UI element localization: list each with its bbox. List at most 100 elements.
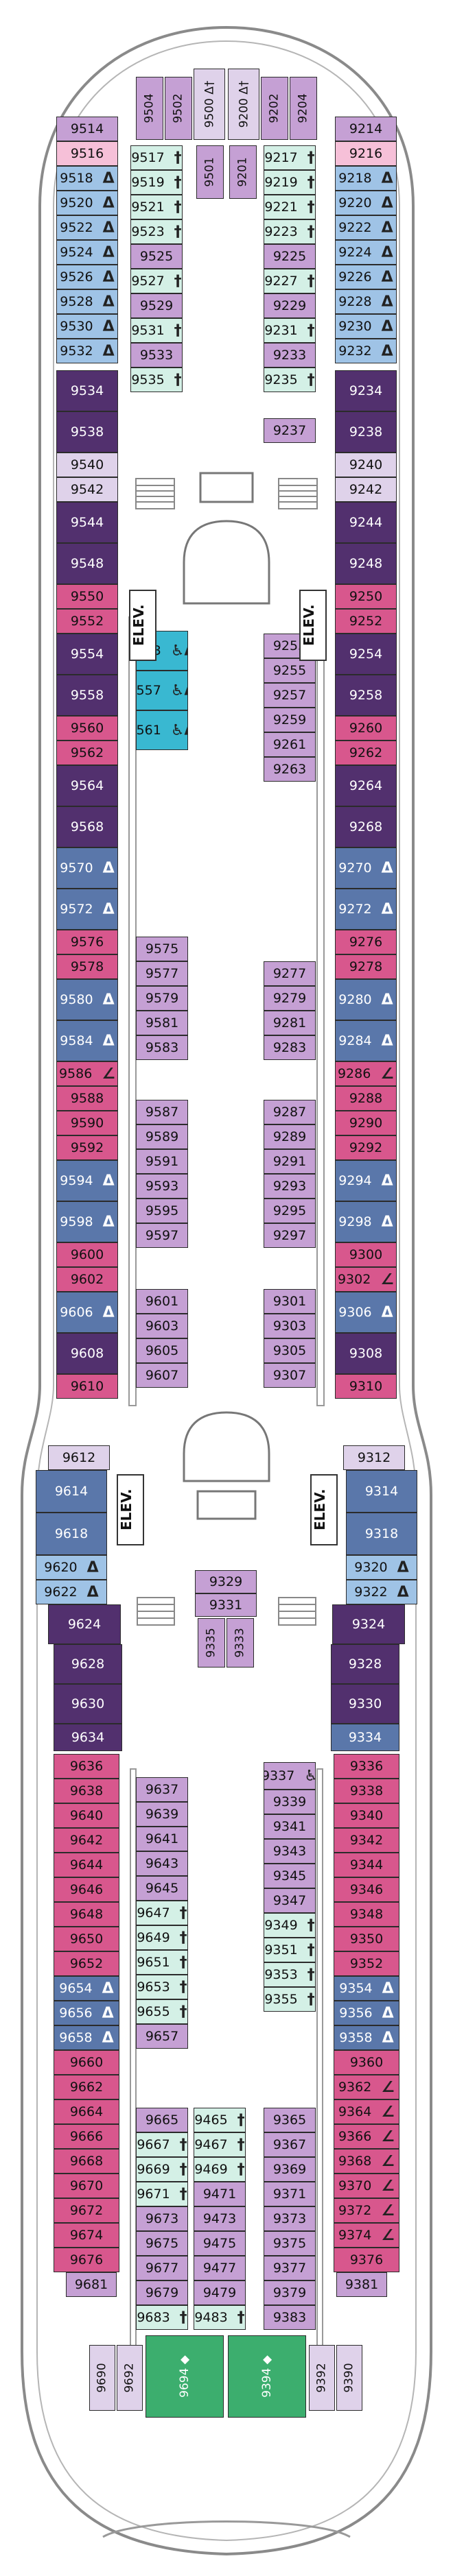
- cabin-9671[interactable]: 9671†: [136, 2182, 188, 2206]
- cabin-9690[interactable]: 9690: [89, 2345, 115, 2411]
- cabin-9341[interactable]: 9341: [264, 1814, 316, 1839]
- cabin-9289[interactable]: 9289: [264, 1124, 316, 1149]
- cabin-9258[interactable]: 9258: [335, 675, 397, 716]
- cabin-9374[interactable]: 9374∠: [334, 2223, 399, 2248]
- cabin-9643[interactable]: 9643: [136, 1851, 188, 1876]
- cabin-9310[interactable]: 9310: [335, 1374, 397, 1399]
- cabin-9591[interactable]: 9591: [136, 1149, 188, 1174]
- cabin-9362[interactable]: 9362∠: [334, 2075, 399, 2099]
- cabin-9238[interactable]: 9238: [335, 411, 397, 453]
- cabin-9601[interactable]: 9601: [136, 1289, 188, 1314]
- cabin-9216[interactable]: 9216: [335, 141, 397, 166]
- cabin-9344[interactable]: 9344: [334, 1853, 399, 1877]
- cabin-9348[interactable]: 9348: [334, 1902, 399, 1927]
- cabin-9366[interactable]: 9366∠: [334, 2124, 399, 2149]
- cabin-9242[interactable]: 9242: [335, 477, 397, 502]
- cabin-9286[interactable]: 9286∠: [335, 1061, 397, 1086]
- cabin-9248[interactable]: 9248: [335, 543, 397, 584]
- cabin-9674[interactable]: 9674: [54, 2223, 119, 2248]
- cabin-9372[interactable]: 9372∠: [334, 2198, 399, 2223]
- cabin-9639[interactable]: 9639: [136, 1802, 188, 1827]
- cabin-9324[interactable]: 9324: [332, 1604, 405, 1644]
- cabin-9652[interactable]: 9652: [54, 1951, 119, 1976]
- cabin-9338[interactable]: 9338: [334, 1779, 399, 1803]
- cabin-9288[interactable]: 9288: [335, 1086, 397, 1111]
- cabin-9550[interactable]: 9550: [56, 584, 118, 609]
- cabin-9364[interactable]: 9364∠: [334, 2099, 399, 2124]
- cabin-9469[interactable]: 9469†: [194, 2157, 246, 2182]
- cabin-9581[interactable]: 9581: [136, 1011, 188, 1035]
- cabin-9276[interactable]: 9276: [335, 930, 397, 954]
- cabin-9333[interactable]: 9333: [226, 1618, 254, 1668]
- cabin-9390[interactable]: 9390: [336, 2345, 362, 2411]
- cabin-9345[interactable]: 9345: [264, 1864, 316, 1888]
- cabin-9614[interactable]: 9614: [36, 1470, 107, 1513]
- cabin-9578[interactable]: 9578: [56, 954, 118, 979]
- cabin-9607[interactable]: 9607: [136, 1363, 188, 1388]
- cabin-9525[interactable]: 9525: [130, 244, 183, 269]
- cabin-9262[interactable]: 9262: [335, 741, 397, 765]
- cabin-9202[interactable]: 9202: [261, 77, 288, 140]
- cabin-9268[interactable]: 9268: [335, 806, 397, 847]
- cabin-9200[interactable]: 9200 Δ†: [228, 69, 259, 140]
- cabin-9291[interactable]: 9291: [264, 1149, 316, 1174]
- cabin-9379[interactable]: 9379: [264, 2280, 316, 2305]
- cabin-9587[interactable]: 9587: [136, 1100, 188, 1124]
- cabin-9651[interactable]: 9651†: [136, 1950, 188, 1975]
- cabin-9250[interactable]: 9250: [335, 584, 397, 609]
- cabin-9552[interactable]: 9552: [56, 609, 118, 634]
- cabin-9666[interactable]: 9666: [54, 2124, 119, 2149]
- cabin-9257[interactable]: 9257: [264, 683, 316, 708]
- cabin-9602[interactable]: 9602: [56, 1267, 118, 1292]
- cabin-9597[interactable]: 9597: [136, 1223, 188, 1248]
- cabin-9673[interactable]: 9673: [136, 2206, 188, 2231]
- cabin-9279[interactable]: 9279: [264, 986, 316, 1011]
- cabin-9590[interactable]: 9590: [56, 1111, 118, 1135]
- cabin-9531[interactable]: 9531†: [130, 318, 183, 343]
- cabin-9641[interactable]: 9641: [136, 1827, 188, 1851]
- cabin-9349[interactable]: 9349†: [264, 1913, 316, 1938]
- cabin-9277[interactable]: 9277: [264, 961, 316, 986]
- cabin-9303[interactable]: 9303: [264, 1314, 316, 1338]
- cabin-9502[interactable]: 9502: [165, 77, 192, 140]
- cabin-9577[interactable]: 9577: [136, 961, 188, 986]
- cabin-9290[interactable]: 9290: [335, 1111, 397, 1135]
- cabin-9664[interactable]: 9664: [54, 2099, 119, 2124]
- cabin-9638[interactable]: 9638: [54, 1779, 119, 1803]
- cabin-9586[interactable]: 9586∠: [56, 1061, 118, 1086]
- cabin-9479[interactable]: 9479: [194, 2280, 246, 2305]
- cabin-9293[interactable]: 9293: [264, 1174, 316, 1199]
- cabin-9467[interactable]: 9467†: [194, 2132, 246, 2157]
- cabin-9676[interactable]: 9676: [54, 2248, 119, 2272]
- cabin-9610[interactable]: 9610: [56, 1374, 118, 1399]
- cabin-9592[interactable]: 9592: [56, 1135, 118, 1160]
- cabin-9371[interactable]: 9371: [264, 2182, 316, 2206]
- cabin-9669[interactable]: 9669†: [136, 2157, 188, 2182]
- cabin-9340[interactable]: 9340: [334, 1803, 399, 1828]
- cabin-9650[interactable]: 9650: [54, 1927, 119, 1951]
- cabin-9540[interactable]: 9540: [56, 453, 118, 477]
- cabin-9225[interactable]: 9225: [264, 244, 316, 269]
- cabin-9618[interactable]: 9618: [36, 1513, 107, 1555]
- cabin-9675[interactable]: 9675: [136, 2231, 188, 2256]
- cabin-9624[interactable]: 9624: [48, 1604, 121, 1644]
- cabin-9679[interactable]: 9679: [136, 2280, 188, 2305]
